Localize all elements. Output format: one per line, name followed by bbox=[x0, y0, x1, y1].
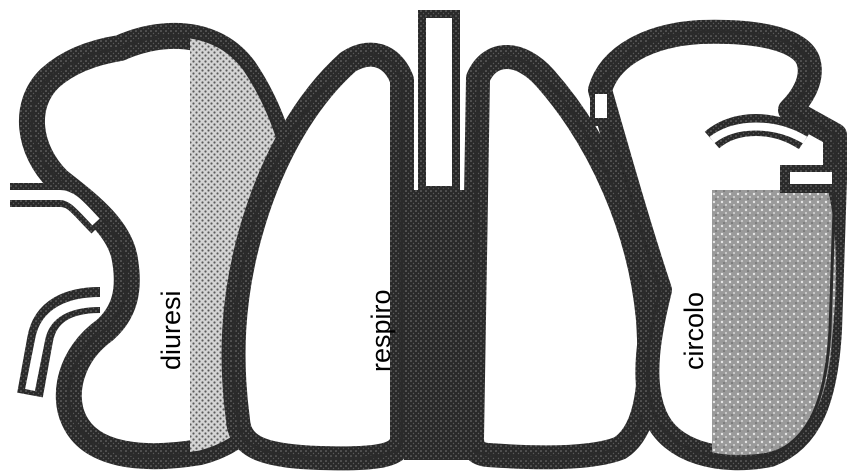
label-circolo: circolo bbox=[679, 292, 709, 370]
label-respiro: respiro bbox=[366, 289, 396, 372]
label-diuresi: diuresi bbox=[156, 290, 186, 370]
trachea bbox=[404, 10, 474, 460]
